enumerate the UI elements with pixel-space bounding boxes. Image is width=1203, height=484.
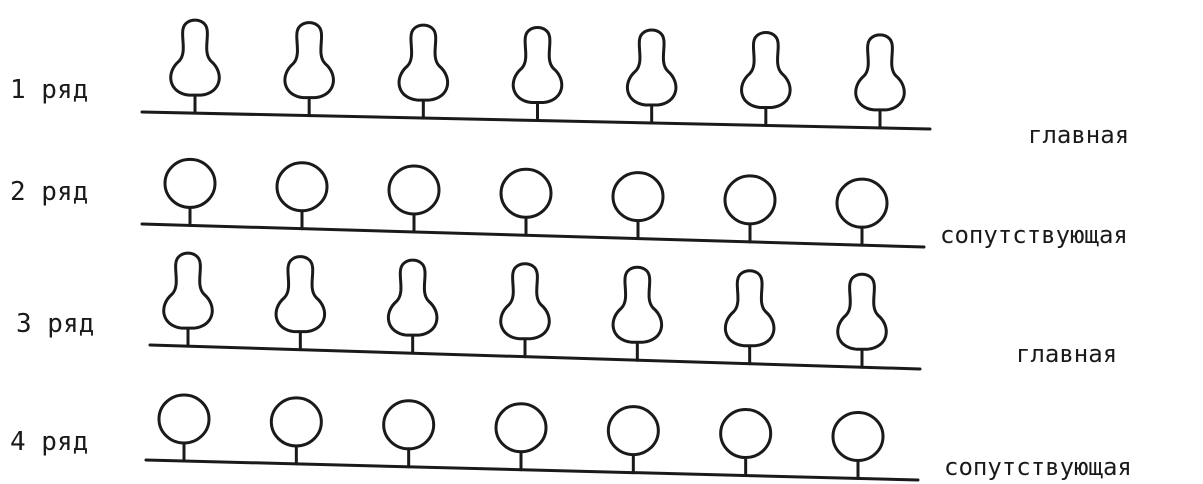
tree-crown-round xyxy=(389,166,439,214)
tree xyxy=(277,163,327,229)
tree-crown-pear xyxy=(285,23,334,98)
tree-crown-pear xyxy=(856,35,905,110)
tree-crown-pear xyxy=(276,257,325,332)
tree-crown-pear xyxy=(838,274,887,349)
tree-crown-pear xyxy=(164,253,213,328)
tree xyxy=(501,169,551,235)
tree-crown-round xyxy=(159,395,209,443)
tree-crown-pear xyxy=(513,28,562,103)
tree xyxy=(399,25,448,118)
tree-crown-pear xyxy=(388,260,437,335)
tree xyxy=(171,20,220,113)
row-1-type: главная xyxy=(1028,121,1129,149)
tree xyxy=(159,395,209,461)
tree xyxy=(725,271,774,364)
tree xyxy=(627,30,676,123)
row-4: 4 ряд сопутствующая xyxy=(10,395,1132,481)
row-2-label: 2 ряд xyxy=(10,177,88,207)
tree-crown-round xyxy=(613,173,663,221)
row-4-label: 4 ряд xyxy=(10,427,88,457)
row-2: 2 ряд сопутствующая xyxy=(10,159,1128,249)
row-3-ground-line xyxy=(150,345,920,369)
row-2-trees xyxy=(165,159,887,245)
tree xyxy=(285,23,334,116)
tree xyxy=(496,404,546,470)
row-4-ground-line xyxy=(146,460,918,480)
tree xyxy=(833,412,883,478)
tree xyxy=(838,274,887,367)
tree xyxy=(513,28,562,121)
tree-crown-round xyxy=(608,407,658,455)
tree-crown-pear xyxy=(742,32,791,107)
tree xyxy=(384,401,434,467)
row-1-trees xyxy=(171,20,905,128)
tree xyxy=(608,407,658,473)
row-2-type: сопутствующая xyxy=(940,221,1128,249)
tree-crown-round xyxy=(271,398,321,446)
tree-crown-round xyxy=(384,401,434,449)
tree xyxy=(721,410,771,476)
tree xyxy=(164,253,213,346)
tree-crown-round xyxy=(277,163,327,211)
tree xyxy=(271,398,321,464)
tree xyxy=(837,179,887,245)
tree-crown-pear xyxy=(725,271,774,346)
tree-crown-round xyxy=(721,410,771,458)
tree-crown-round xyxy=(833,412,883,460)
tree xyxy=(276,257,325,350)
row-3: 3 ряд главная xyxy=(16,253,1117,369)
row-3-type: главная xyxy=(1016,340,1117,368)
row-3-label: 3 ряд xyxy=(16,309,94,339)
tree xyxy=(856,35,905,128)
row-2-ground-line xyxy=(142,224,924,247)
tree-crown-pear xyxy=(613,267,662,342)
tree xyxy=(742,32,791,125)
tree xyxy=(501,264,550,357)
row-1-label: 1 ряд xyxy=(10,75,88,105)
tree-crown-round xyxy=(837,179,887,227)
tree-crown-pear xyxy=(501,264,550,339)
tree-crown-round xyxy=(725,176,775,224)
tree-crown-pear xyxy=(627,30,676,105)
tree xyxy=(165,159,215,225)
tree xyxy=(388,260,437,353)
tree-crown-round xyxy=(496,404,546,452)
tree-crown-pear xyxy=(171,20,220,95)
tree-crown-round xyxy=(165,159,215,207)
tree xyxy=(725,176,775,242)
tree-crown-round xyxy=(501,169,551,217)
row-4-trees xyxy=(159,395,883,478)
row-1: 1 ряд главная xyxy=(10,20,1129,149)
row-4-type: сопутствующая xyxy=(944,453,1132,481)
tree-crown-pear xyxy=(399,25,448,100)
tree xyxy=(389,166,439,232)
tree xyxy=(613,173,663,239)
tree xyxy=(613,267,662,360)
